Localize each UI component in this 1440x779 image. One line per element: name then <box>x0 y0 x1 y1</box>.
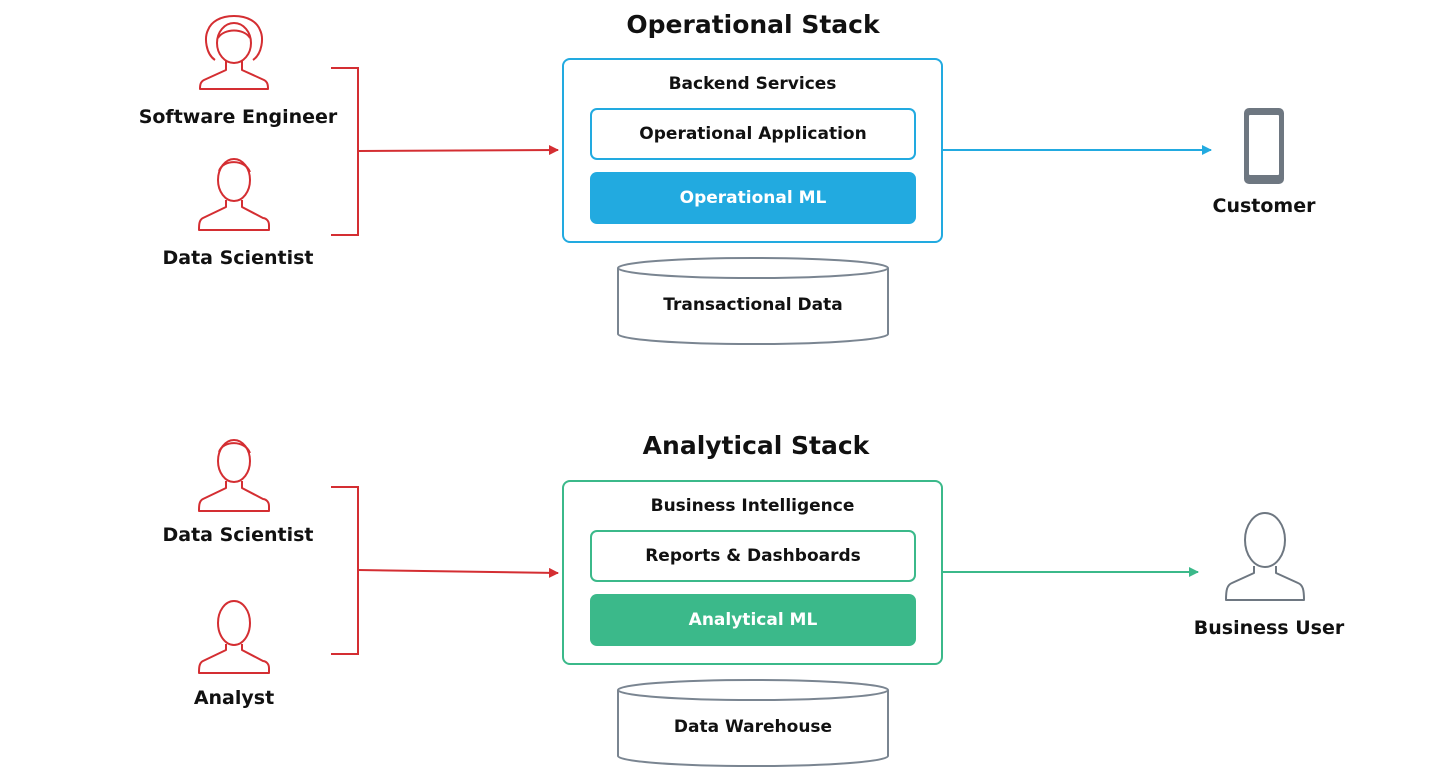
operational-stack-title: Operational Stack <box>626 10 880 39</box>
backend-services-box: Backend Services Operational Application… <box>562 58 943 243</box>
transactional-data-cylinder <box>617 257 889 345</box>
operational-application-box: Operational Application <box>590 108 916 160</box>
reports-dashboards-box: Reports & Dashboards <box>590 530 916 582</box>
data-warehouse-cylinder <box>617 679 889 767</box>
business-intelligence-box: Business Intelligence Reports & Dashboar… <box>562 480 943 665</box>
person-icon <box>198 600 270 674</box>
business-user-label: Business User <box>1193 617 1345 639</box>
analytical-stack-title: Analytical Stack <box>642 431 870 460</box>
persona-label: Data Scientist <box>162 524 314 546</box>
persona-label: Data Scientist <box>162 247 314 269</box>
person-icon <box>1225 512 1305 601</box>
persona-to-backend-arrow <box>357 145 559 156</box>
backend-services-heading: Backend Services <box>668 74 837 94</box>
persona-to-bi-arrow <box>357 567 559 578</box>
persona-label: Software Engineer <box>138 106 338 128</box>
data-warehouse-label: Data Warehouse <box>673 717 833 737</box>
smartphone-icon <box>1244 108 1284 184</box>
persona-bracket <box>331 486 359 655</box>
female-person-icon <box>199 15 269 90</box>
customer-label: Customer <box>1212 195 1316 217</box>
analytical-ml-box: Analytical ML <box>590 594 916 646</box>
person-icon <box>198 158 270 231</box>
persona-bracket <box>331 67 359 236</box>
persona-label: Analyst <box>193 687 275 709</box>
business-intelligence-heading: Business Intelligence <box>650 496 855 516</box>
operational-ml-box: Operational ML <box>590 172 916 224</box>
person-icon <box>198 439 270 512</box>
transactional-data-label: Transactional Data <box>663 295 843 315</box>
